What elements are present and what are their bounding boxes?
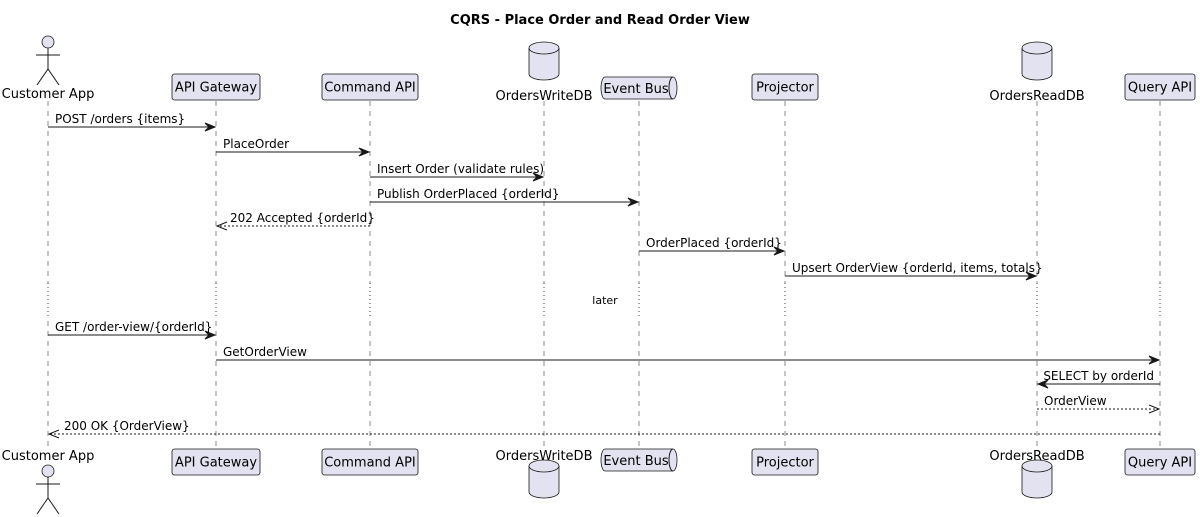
divider-label: later xyxy=(592,294,618,307)
participant-box xyxy=(751,448,819,476)
database-icon xyxy=(528,41,560,81)
message-label: Insert Order (validate rules) xyxy=(377,162,544,176)
message-label: Upsert OrderView {orderId, items, totals… xyxy=(792,261,1043,275)
message-4: Publish OrderPlaced {orderId} xyxy=(370,187,640,207)
message-label: PlaceOrder xyxy=(223,137,289,151)
participant-box xyxy=(751,73,819,101)
message-12: OrderView xyxy=(1037,394,1161,414)
participant-command-top: Command API xyxy=(321,73,419,101)
arrowhead-icon xyxy=(1148,355,1161,365)
participant-box xyxy=(171,73,261,101)
message-11: SELECT by orderId xyxy=(1036,369,1160,389)
message-3: Insert Order (validate rules) xyxy=(370,162,545,182)
participant-box xyxy=(321,448,419,476)
participant-label: Event Bus xyxy=(603,82,669,97)
participant-label: OrdersReadDB xyxy=(989,89,1084,104)
participants-bottom: Customer App API Gateway Command API Orders… xyxy=(2,448,1196,515)
message-label: Publish OrderPlaced {orderId} xyxy=(377,187,559,201)
message-label: 200 OK {OrderView} xyxy=(64,419,190,433)
actor-icon xyxy=(36,35,60,86)
participant-label: Projector xyxy=(756,81,814,96)
participant-projector-top: Projector xyxy=(751,73,819,101)
actor-customer-bottom: Customer App xyxy=(2,449,95,515)
participant-command-bottom: Command API xyxy=(321,448,419,476)
message-label: POST /orders {items} xyxy=(55,112,185,126)
arrowhead-icon xyxy=(1036,379,1049,389)
participant-gateway-bottom: API Gateway xyxy=(171,448,261,476)
message-10: GetOrderView xyxy=(216,345,1161,365)
participant-query-bottom: Query API xyxy=(1124,448,1196,476)
participant-query-top: Query API xyxy=(1124,73,1196,101)
divider-section: later xyxy=(0,283,1200,318)
participant-writedb-bottom: OrdersWriteDB xyxy=(496,449,593,499)
participant-label: Query API xyxy=(1128,81,1192,96)
participant-label: Projector xyxy=(756,456,814,471)
participant-label: Command API xyxy=(324,456,416,471)
participant-gateway-top: API Gateway xyxy=(171,73,261,101)
message-label: OrderPlaced {orderId} xyxy=(646,236,782,250)
participant-box xyxy=(1124,448,1196,476)
message-label: OrderView xyxy=(1044,394,1107,408)
arrowhead-icon xyxy=(358,147,371,157)
participant-label: Command API xyxy=(324,81,416,96)
participant-label: OrdersReadDB xyxy=(989,449,1084,464)
arrowhead-icon xyxy=(627,197,640,207)
message-label: GetOrderView xyxy=(223,345,307,359)
message-9: GET /order-view/{orderId} xyxy=(48,320,217,340)
diagram-title: CQRS - Place Order and Read Order View xyxy=(450,13,750,28)
participant-label: API Gateway xyxy=(175,456,257,471)
message-7: Upsert OrderView {orderId, items, totals… xyxy=(785,261,1043,281)
participant-box xyxy=(1124,73,1196,101)
arrowhead-icon xyxy=(47,429,60,439)
arrowhead-icon xyxy=(532,172,545,182)
message-label: SELECT by orderId xyxy=(1043,369,1154,383)
participant-label: Event Bus xyxy=(603,454,669,469)
participant-box xyxy=(171,448,261,476)
arrowhead-icon xyxy=(204,330,217,340)
participant-bus-bottom: Event Bus xyxy=(600,448,678,472)
participant-label: Customer App xyxy=(2,87,95,102)
participant-readdb-bottom: OrdersReadDB xyxy=(989,449,1085,499)
actor-customer-top: Customer App xyxy=(2,35,95,102)
divider-band xyxy=(0,283,1200,318)
message-1: POST /orders {items} xyxy=(48,112,217,132)
message-2: PlaceOrder xyxy=(216,137,371,157)
arrowhead-icon xyxy=(1148,404,1161,414)
arrowhead-icon xyxy=(204,122,217,132)
arrowhead-icon xyxy=(773,246,786,256)
participant-readdb-top: OrdersReadDB xyxy=(989,41,1085,104)
message-5: 202 Accepted {orderId} xyxy=(215,211,375,231)
arrowhead-icon xyxy=(215,221,228,231)
participant-projector-bottom: Projector xyxy=(751,448,819,476)
participant-label: API Gateway xyxy=(175,81,257,96)
database-icon xyxy=(528,459,560,499)
actor-icon xyxy=(36,464,60,515)
lifelines xyxy=(47,101,1161,448)
message-6: OrderPlaced {orderId} xyxy=(639,236,786,256)
participant-label: OrdersWriteDB xyxy=(496,89,593,104)
participant-writedb-top: OrdersWriteDB xyxy=(496,41,593,104)
database-icon xyxy=(1021,41,1053,81)
message-label: 202 Accepted {orderId} xyxy=(230,211,375,225)
participant-box xyxy=(321,73,419,101)
participant-label: Query API xyxy=(1128,456,1192,471)
arrowhead-icon xyxy=(1025,271,1038,281)
database-icon xyxy=(1021,459,1053,499)
participant-bus-top: Event Bus xyxy=(600,76,678,100)
participant-label: Customer App xyxy=(2,449,95,464)
participants-top: Customer App API Gateway Command API Orders… xyxy=(2,35,1196,104)
message-label: GET /order-view/{orderId} xyxy=(55,320,212,334)
participant-label: OrdersWriteDB xyxy=(496,449,593,464)
message-13: 200 OK {OrderView} xyxy=(47,419,1160,439)
